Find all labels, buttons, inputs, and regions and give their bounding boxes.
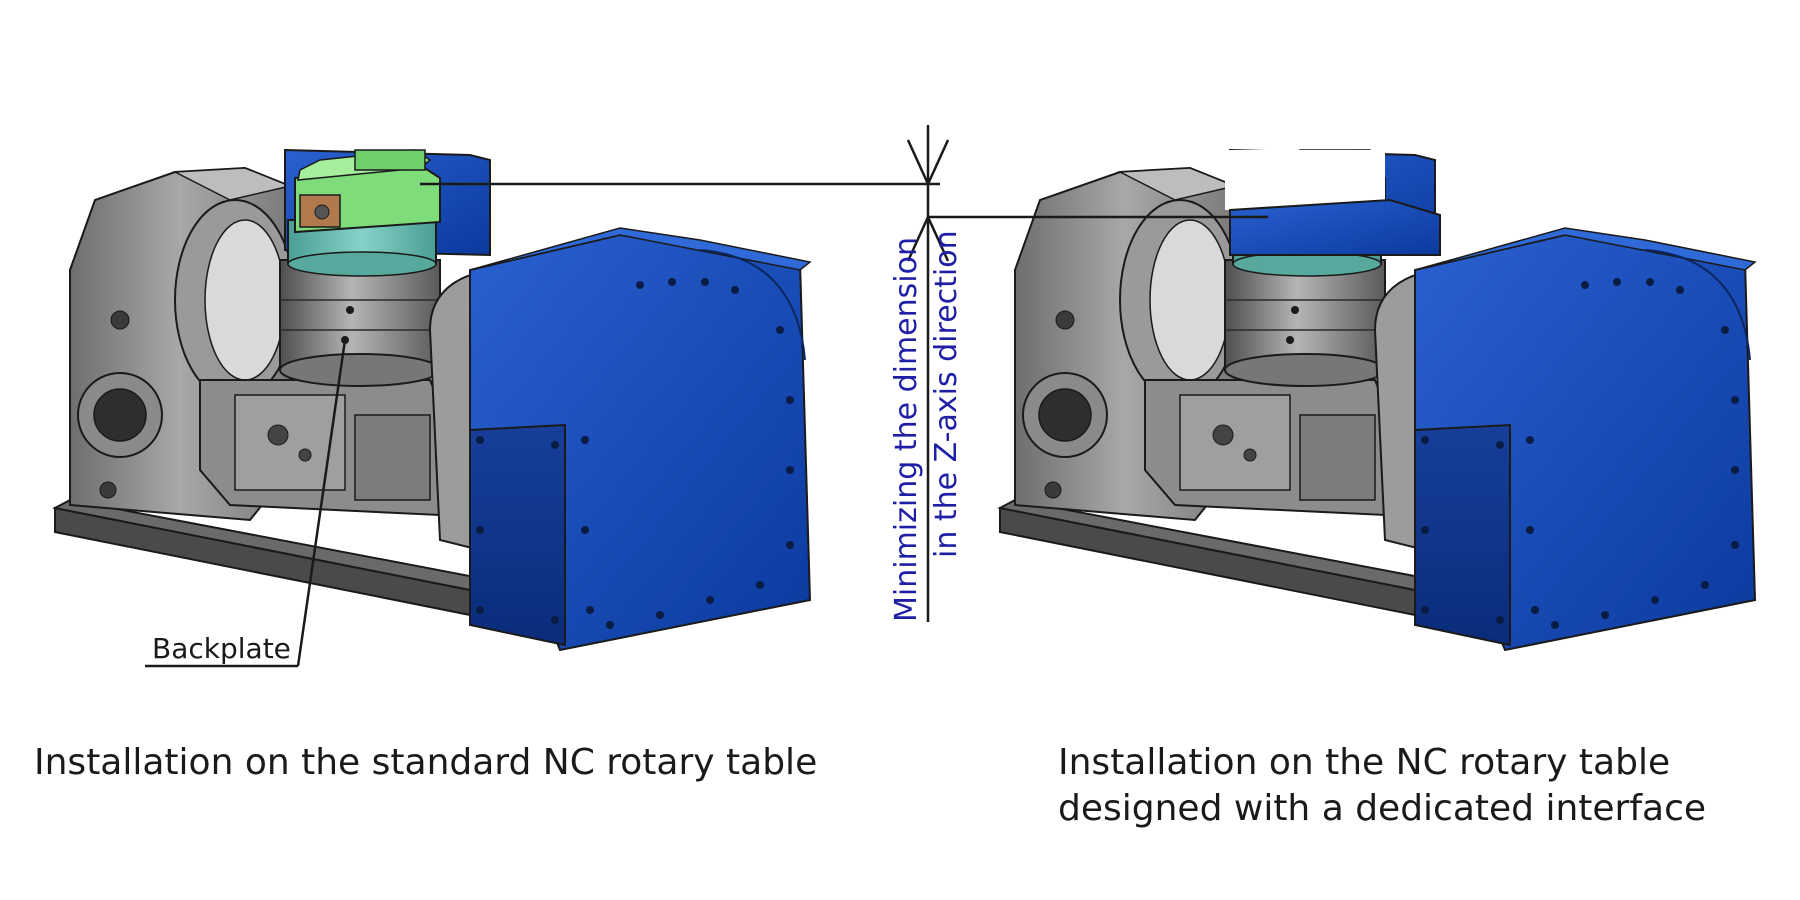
bottom-arrow (906, 213, 950, 262)
backplate-callout: Backplate (145, 339, 347, 668)
dimension-label-line1: Minimizing the dimension (889, 237, 924, 622)
top-arrow (906, 139, 950, 188)
dedicated-interface-rotary-table-illustration (999, 149, 1756, 651)
dimension-label-line2: in the Z-axis direction (929, 230, 964, 558)
caption-dedicated-line2: designed with a dedicated interface (1058, 788, 1707, 829)
caption-dedicated-line1: Installation on the NC rotary table (1058, 742, 1671, 783)
backplate-leader-line (296, 339, 347, 667)
z-axis-dimension: Minimizing the dimension in the Z-axis d… (420, 125, 1268, 622)
caption-standard-table: Installation on the standard NC rotary t… (34, 742, 818, 783)
caption-dedicated-interface: Installation on the NC rotary table desi… (1058, 740, 1706, 832)
backplate-label: Backplate (152, 632, 291, 665)
standard-rotary-table-illustration (54, 149, 811, 651)
